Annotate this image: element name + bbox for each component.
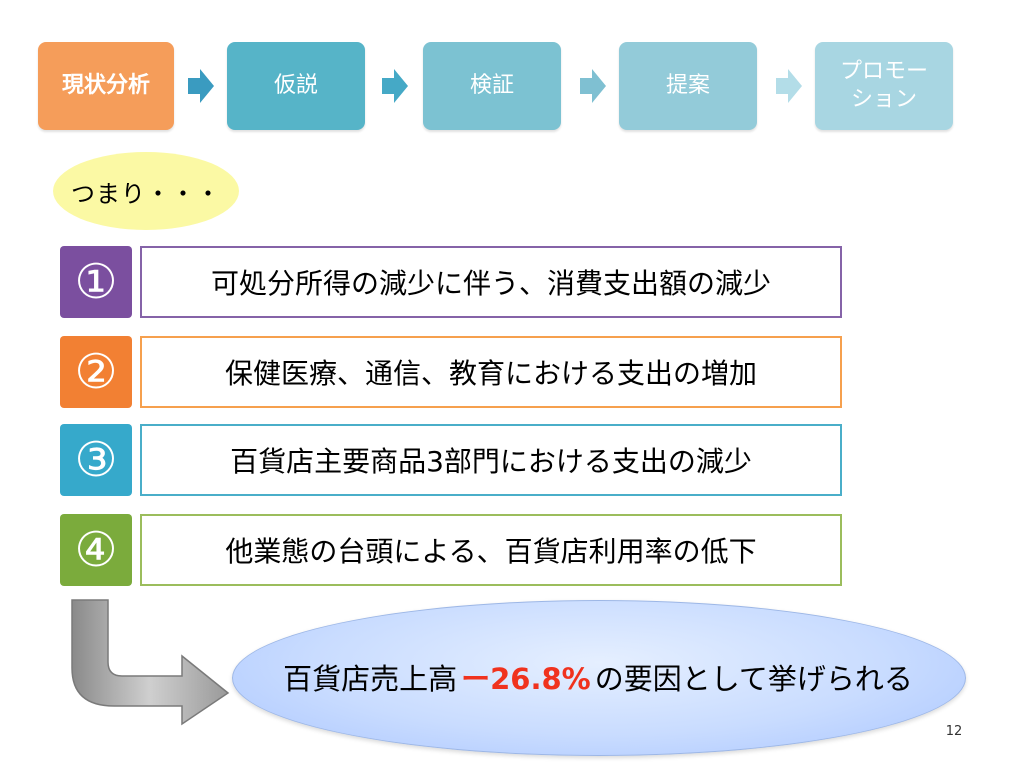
finding-text-4: 他業態の台頭による、百貨店利用率の低下 [140, 514, 842, 586]
curved-arrow-icon [71, 599, 230, 726]
step-promotion[interactable]: プロモー ション [815, 42, 953, 130]
flow-arrow-icon [776, 69, 802, 103]
finding-number-2: ② [60, 336, 132, 408]
flow-arrow-icon [580, 69, 606, 103]
conclusion-prefix: 百貨店売上高 [283, 662, 458, 696]
finding-number-1: ① [60, 246, 132, 318]
step-hypothesis[interactable]: 仮説 [227, 42, 365, 130]
callout-bubble: つまり・・・ [53, 152, 239, 230]
step-proposal[interactable]: 提案 [619, 42, 757, 130]
finding-number-3: ③ [60, 424, 132, 496]
conclusion-ellipse [232, 600, 966, 756]
conclusion-suffix: の要因として挙げられる [594, 662, 913, 696]
flow-arrow-icon [382, 69, 408, 103]
finding-text-3: 百貨店主要商品3部門における支出の減少 [140, 424, 842, 496]
finding-text-1: 可処分所得の減少に伴う、消費支出額の減少 [140, 246, 842, 318]
finding-number-4: ④ [60, 514, 132, 586]
step-verification[interactable]: 検証 [423, 42, 561, 130]
callout-text: つまり・・・ [71, 179, 221, 208]
step-current-analysis[interactable]: 現状分析 [38, 42, 174, 130]
page-number: 12 [945, 724, 963, 739]
finding-text-2: 保健医療、通信、教育における支出の増加 [140, 336, 842, 408]
flow-arrow-icon [188, 69, 214, 103]
conclusion-text: 百貨店売上高 ー26.8% の要因として挙げられる [232, 600, 964, 754]
conclusion-percentage: ー26.8% [461, 662, 591, 696]
